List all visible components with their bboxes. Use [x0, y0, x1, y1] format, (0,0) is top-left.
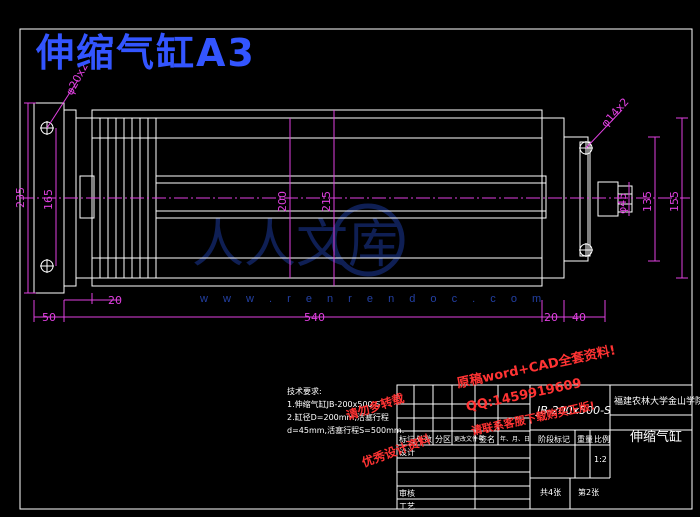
- row-label-change-doc: 更改文件号: [454, 436, 485, 443]
- dimension-lines: [24, 79, 688, 322]
- dim-165: 165: [42, 189, 55, 210]
- technical-notes: 技术要求: 1.伸缩气缸JB-200x500-S 2.缸径D=200mm,活塞行…: [287, 385, 404, 437]
- row-label-date: 年、月、日: [500, 436, 531, 443]
- drawing-title: 伸缩气缸A3: [36, 31, 256, 75]
- drawing-frame: [19, 28, 693, 510]
- dim-phi14x2: φ14x2: [599, 95, 632, 130]
- dim-20-left: 20: [108, 294, 122, 307]
- dim-40: 40: [572, 311, 586, 324]
- part-name: 伸缩气缸: [630, 430, 683, 445]
- dim-540: 540: [304, 311, 325, 324]
- label-design: 设计: [399, 448, 415, 457]
- dim-155: 155: [668, 191, 681, 212]
- label-review: 审核: [399, 489, 415, 498]
- dim-50: 50: [42, 311, 56, 324]
- dim-235: 235: [14, 187, 27, 208]
- dim-20-right: 20: [544, 311, 558, 324]
- sheet-number: 第2张: [578, 488, 600, 497]
- row-label-count: 处数: [416, 435, 432, 444]
- weight-label: 重量: [577, 435, 593, 444]
- stage-label: 阶段标记: [538, 435, 570, 444]
- watermark-url: w w w . r e n r e n d o c . c o m: [200, 293, 548, 305]
- sheet-total: 共4张: [540, 488, 562, 497]
- scale-value: 1:2: [594, 455, 607, 464]
- scale-label: 比例: [594, 435, 610, 444]
- part-number: JB-200x500-S: [537, 404, 612, 417]
- notes-line-2: 2.缸径D=200mm,活塞行程: [287, 413, 389, 422]
- label-process: 工艺: [399, 502, 415, 511]
- school-name: 福建农林大学金山学院: [614, 397, 700, 407]
- notes-line-3: d=45mm,活塞行程S=500mm.: [287, 426, 405, 435]
- dim-phi45: φ45: [616, 193, 629, 214]
- notes-heading: 技术要求:: [287, 387, 322, 396]
- row-label-signature: 签名: [479, 435, 495, 444]
- dimension-labels: 235 165 200 215 135 155 φ45 φ20x2 φ14x2 …: [14, 61, 681, 324]
- title-block: [396, 384, 693, 510]
- watermark-logo: 人人文库: [192, 203, 405, 277]
- watermark-brand: 人人文库: [192, 215, 400, 275]
- row-label-mark: 标记: [399, 435, 415, 444]
- dim-135: 135: [641, 191, 654, 212]
- dim-200: 200: [276, 191, 289, 212]
- row-label-zone: 分区: [435, 435, 451, 444]
- dim-215: 215: [320, 191, 333, 212]
- notes-line-1: 1.伸缩气缸JB-200x500-S: [287, 400, 381, 409]
- right-end-cap: [541, 117, 633, 279]
